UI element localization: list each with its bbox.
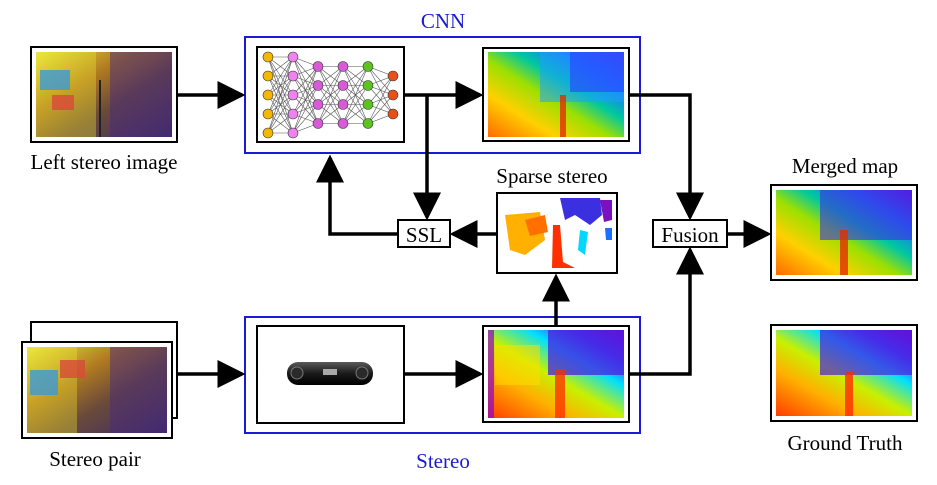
network-node	[287, 70, 299, 82]
network-edge	[317, 85, 344, 124]
network-edge	[292, 66, 319, 115]
stereo-camera-image	[256, 325, 405, 424]
stereo-pair-image	[21, 321, 178, 439]
network-edge	[367, 94, 394, 124]
network-node	[262, 89, 274, 101]
network-edge	[317, 66, 344, 124]
edge-ssl-to-cnn	[316, 154, 398, 236]
network-edge	[367, 75, 394, 124]
left-stereo-image	[30, 46, 178, 143]
network-node	[262, 127, 274, 139]
network-node	[337, 118, 349, 129]
network-node	[337, 61, 349, 72]
sparse-stereo-image	[496, 192, 618, 274]
network-node	[312, 80, 324, 91]
network-edge	[267, 56, 294, 96]
network-node	[387, 70, 399, 82]
merged-map-label: Merged map	[792, 154, 898, 178]
network-edge	[292, 104, 319, 134]
network-node	[312, 118, 324, 129]
network-node	[287, 127, 299, 139]
network-edge	[342, 85, 369, 124]
network-edge	[267, 56, 294, 115]
network-node	[262, 108, 274, 120]
network-node	[362, 99, 374, 110]
network-edge	[292, 66, 319, 134]
network-node	[312, 61, 324, 72]
ground-truth-image	[770, 324, 918, 422]
network-node	[362, 61, 374, 72]
sparse-stereo-label: Sparse stereo	[496, 164, 607, 188]
cnn-label: CNN	[421, 9, 465, 33]
network-node	[362, 118, 374, 129]
left-stereo-image-label: Left stereo image	[31, 150, 178, 174]
edges	[177, 81, 772, 388]
fusion-label: Fusion	[661, 223, 719, 247]
network-node	[337, 80, 349, 91]
network-node	[337, 99, 349, 110]
network-edge	[317, 66, 344, 105]
edge-stereo-depth-to-fusion	[629, 246, 704, 376]
network-edge	[342, 66, 369, 105]
network-node	[387, 89, 399, 101]
network-node	[262, 51, 274, 63]
network-node	[362, 80, 374, 91]
cnn-depth-output-image	[482, 47, 630, 142]
network-node	[262, 70, 274, 82]
stereo-label: Stereo	[416, 449, 470, 473]
stereo-depth-output-image	[482, 325, 630, 423]
fusion-node: Fusion	[652, 219, 728, 248]
neural-network-icon	[256, 46, 405, 143]
network-edge	[267, 94, 294, 134]
ground-truth-label: Ground Truth	[788, 431, 903, 455]
network-node	[287, 89, 299, 101]
ssl-label: SSL	[406, 223, 442, 247]
stereo-pair-label: Stereo pair	[49, 447, 141, 471]
network-node	[287, 51, 299, 63]
edge-cnn-depth-to-fusion	[629, 93, 704, 221]
network-edge	[367, 75, 394, 105]
network-node	[312, 99, 324, 110]
network-edge	[342, 66, 369, 124]
network-edge	[292, 66, 319, 96]
merged-map-image	[770, 184, 918, 281]
network-node	[387, 108, 399, 120]
network-edge	[292, 85, 319, 134]
network-edge	[267, 56, 294, 134]
ssl-node: SSL	[397, 219, 451, 248]
network-node	[287, 108, 299, 120]
network-edge	[267, 75, 294, 134]
